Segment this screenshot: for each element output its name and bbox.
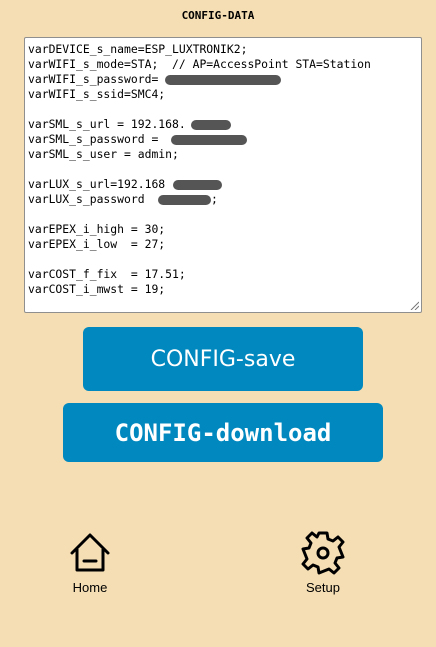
config-line: varDEVICE_s_name=ESP_LUXTRONIK2; xyxy=(28,42,371,57)
config-line: varEPEX_i_low = 27; xyxy=(28,237,371,252)
config-line xyxy=(28,162,371,177)
config-line: varLUX_s_url=192.168 xyxy=(28,177,371,192)
config-line-text: varEPEX_i_low = 27; xyxy=(28,237,166,251)
config-lines: varDEVICE_s_name=ESP_LUXTRONIK2;varWIFI_… xyxy=(28,42,371,297)
config-textarea[interactable]: varDEVICE_s_name=ESP_LUXTRONIK2;varWIFI_… xyxy=(24,37,422,313)
config-line-text: varWIFI_s_password= xyxy=(28,72,159,86)
config-line-text: varSML_s_password = xyxy=(28,132,166,146)
config-line: varWIFI_s_password= xyxy=(28,72,371,87)
config-line xyxy=(28,102,371,117)
config-line-text: varEPEX_i_high = 30; xyxy=(28,222,166,236)
redaction-mark xyxy=(171,135,247,145)
config-line: varEPEX_i_high = 30; xyxy=(28,222,371,237)
config-line-text: varLUX_s_password xyxy=(28,192,152,206)
redaction-mark xyxy=(191,120,231,130)
page-title: CONFIG-DATA xyxy=(181,9,255,22)
config-line-suffix: ; xyxy=(211,192,218,206)
config-line xyxy=(28,207,371,222)
config-line-text: varLUX_s_url=192.168 xyxy=(28,177,166,191)
config-download-button[interactable]: CONFIG-download xyxy=(63,403,383,462)
config-line: varCOST_i_mwst = 19; xyxy=(28,282,371,297)
nav-home-label: Home xyxy=(72,580,108,595)
config-line: varSML_s_url = 192.168. xyxy=(28,117,371,132)
config-save-button[interactable]: CONFIG-save xyxy=(83,327,363,391)
gear-icon xyxy=(301,531,345,575)
config-line: varWIFI_s_mode=STA; // AP=AccessPoint ST… xyxy=(28,57,371,72)
config-line: varLUX_s_password ; xyxy=(28,192,371,207)
config-line-text: varWIFI_s_mode=STA; // AP=AccessPoint ST… xyxy=(28,57,371,71)
redaction-mark xyxy=(165,75,281,85)
config-line-text: varCOST_i_mwst = 19; xyxy=(28,282,166,296)
config-line-text: varWIFI_s_ssid=SMC4; xyxy=(28,87,166,101)
config-line: varSML_s_user = admin; xyxy=(28,147,371,162)
config-line-text: varSML_s_user = admin; xyxy=(28,147,179,161)
config-line-text: varSML_s_url = 192.168. xyxy=(28,117,186,131)
config-line xyxy=(28,252,371,267)
nav-home[interactable]: Home xyxy=(45,531,135,595)
redaction-mark xyxy=(158,195,211,205)
config-line-text: varCOST_f_fix = 17.51; xyxy=(28,267,186,281)
config-line-text: varDEVICE_s_name=ESP_LUXTRONIK2; xyxy=(28,42,248,56)
resize-grip-icon[interactable] xyxy=(409,300,419,310)
home-icon xyxy=(70,533,110,572)
config-line: varCOST_f_fix = 17.51; xyxy=(28,267,371,282)
nav-setup[interactable]: Setup xyxy=(278,531,368,595)
redaction-mark xyxy=(173,180,222,190)
nav-setup-label: Setup xyxy=(306,580,340,595)
config-line: varWIFI_s_ssid=SMC4; xyxy=(28,87,371,102)
config-line: varSML_s_password = xyxy=(28,132,371,147)
